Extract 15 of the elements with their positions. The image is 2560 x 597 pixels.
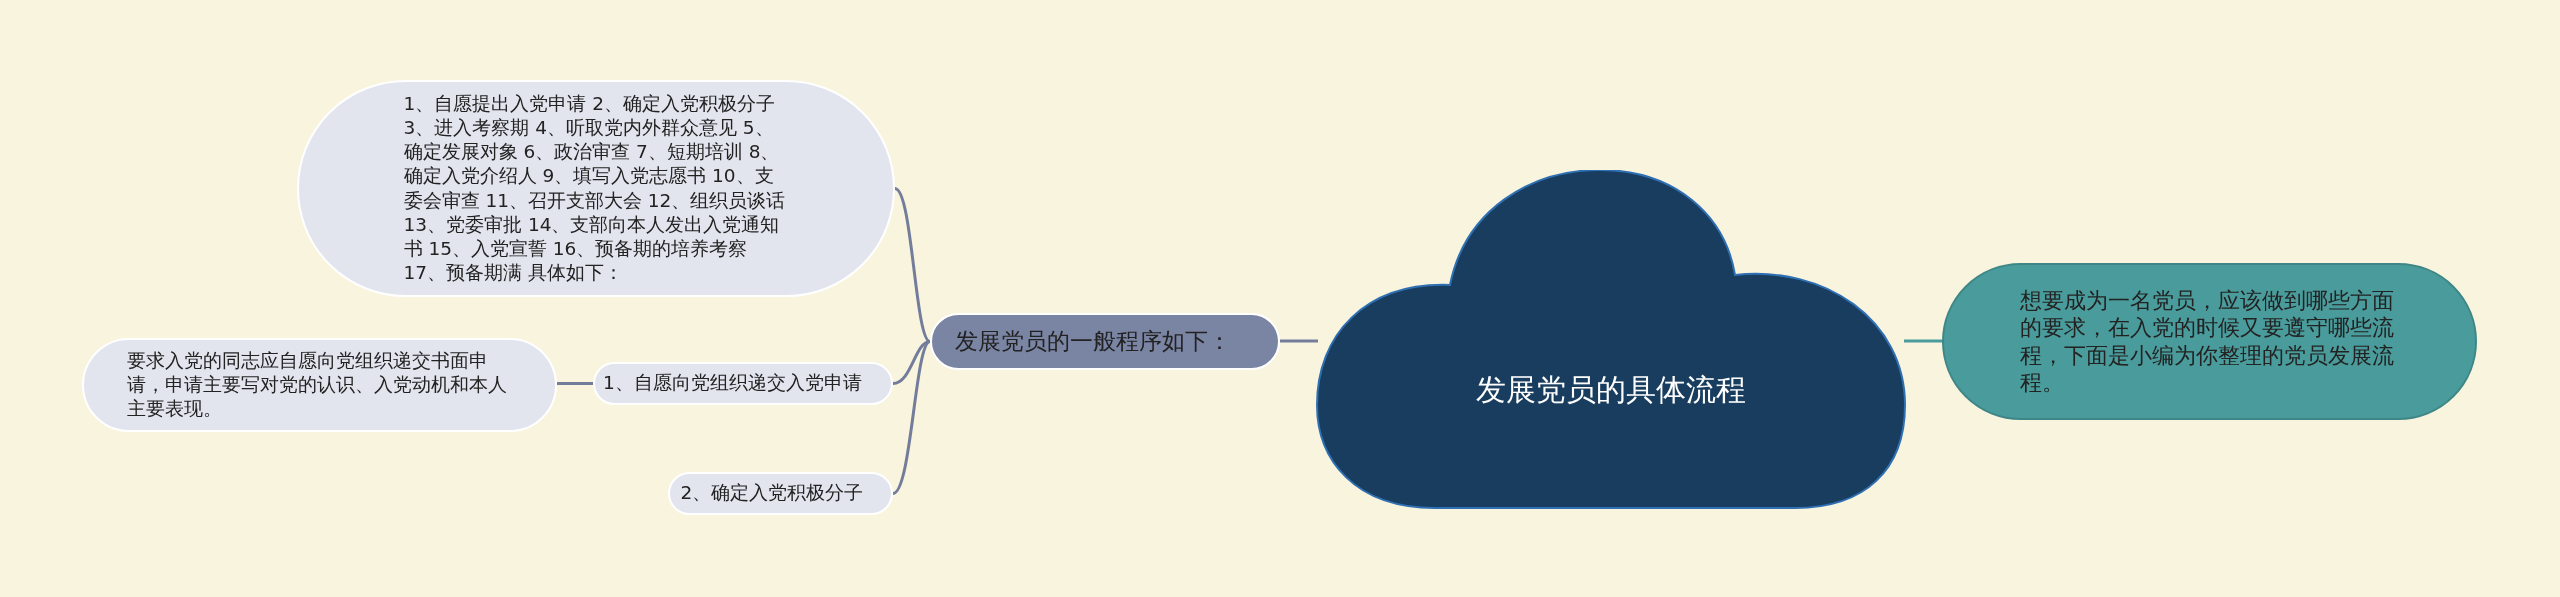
topic-text: 发展党员的一般程序如下： [955, 327, 1232, 356]
intro-text: 想要成为一名党员，应该做到哪些方面的要求，在入党的时候又要遵守哪些流程，下面是小编为你整理的党员发展流程。 [2019, 286, 2395, 397]
step-bubble [668, 472, 893, 515]
connector-line [1904, 339, 1942, 343]
step-bubble [593, 362, 893, 405]
list-text: 1、自愿提出入党申请 2、确定入党积极分子 3、进入考察期 4、听取党内外群众意见 5、确定发展对象 6、政治审查 7、短期培训 8、确定入党介绍人 9、填写入党志愿书 10、支委会审查 11、召开支部大会 12、组织员谈话 13、党委审批 14、支部向本人发出入党通知书 15、入党宣誓 16、预备期的培养考察 17、预备期满 具体如下： [403, 92, 787, 285]
connector-line [1280, 339, 1318, 343]
detail-text: 要求入党的同志应自愿向党组织递交书面申请，申请主要写对党的认识、入党动机和本人主要表现。 [127, 348, 508, 421]
step-text: 1、自愿向党组织递交入党申请 [603, 372, 863, 395]
connector-line [892, 340, 931, 495]
topic-bubble [930, 313, 1280, 370]
connector-line [557, 382, 593, 385]
step-text: 2、确定入党积极分子 [680, 482, 865, 505]
title-text: 发展党员的具体流程 [1476, 370, 1746, 409]
connector-line [894, 187, 931, 343]
